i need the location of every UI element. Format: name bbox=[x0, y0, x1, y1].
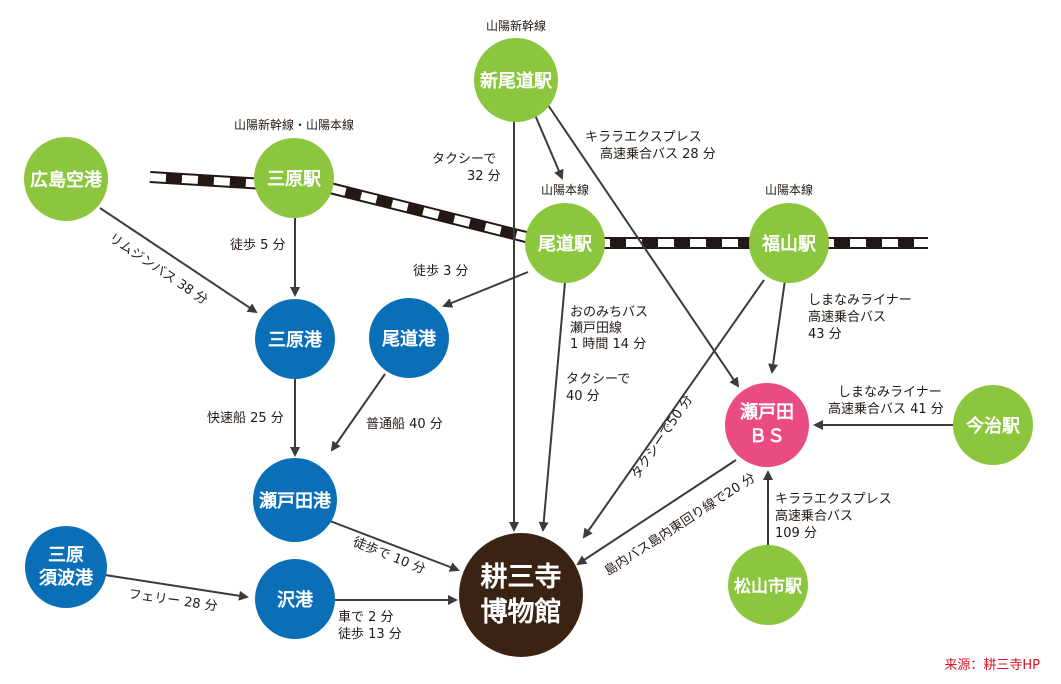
arrow-mihara-suna-to-sawa bbox=[104, 574, 249, 601]
label-walk-3: 徒歩 3 分 bbox=[413, 264, 469, 279]
node-label-line1: 三原 bbox=[48, 545, 84, 566]
arrow-setoda-port-to-museum bbox=[329, 520, 460, 572]
node-circle bbox=[253, 458, 337, 542]
arrow-airport-to-mihara-port bbox=[99, 207, 258, 314]
label-shimanami-41-line1: しまなみライナー bbox=[838, 385, 942, 400]
node-label: 今治駅 bbox=[966, 415, 1021, 437]
label-kirara-28-line1: キララエクスプレス bbox=[585, 130, 702, 145]
label-onomichi-bus-line1: おのみちバス bbox=[570, 305, 648, 320]
node-caption: 山陽新幹線・山陽本線 bbox=[234, 117, 354, 132]
node-label: 松山市駅 bbox=[734, 576, 803, 597]
label-walk-5: 徒歩 5 分 bbox=[230, 238, 286, 253]
arrow-onomichi-to-museum bbox=[538, 281, 566, 532]
node-label: 三原港 bbox=[268, 330, 323, 351]
node-label: 広島空港 bbox=[30, 169, 103, 191]
label-shimanami-43-line3: 43 分 bbox=[808, 327, 842, 342]
label-ferry-40: 普通船 40 分 bbox=[366, 417, 443, 432]
node-circle bbox=[255, 299, 335, 379]
node-circle bbox=[459, 533, 583, 657]
label-kirara-28-line2: 高速乗合バス 28 分 bbox=[600, 146, 716, 162]
arrow-fukuyama-to-setoda-bs bbox=[768, 279, 786, 374]
node-caption: 山陽本線 bbox=[765, 182, 813, 197]
node-label: 新尾道駅 bbox=[480, 70, 553, 92]
node-label-line2: 博物館 bbox=[481, 596, 562, 628]
node-label-line2: 須波港 bbox=[39, 567, 94, 589]
node-hiroshima-airport: 広島空港 bbox=[24, 137, 108, 221]
node-circle bbox=[749, 203, 829, 283]
node-mihara-station: 三原駅 山陽新幹線・山陽本線 bbox=[234, 117, 354, 218]
arrow-setoda-bs-to-museum bbox=[576, 459, 737, 566]
label-taxi-32-line1: タクシーで bbox=[432, 152, 496, 167]
route-arrows bbox=[99, 104, 955, 605]
node-matsuyama-station: 松山市駅 bbox=[728, 545, 808, 625]
node-label: 三原駅 bbox=[267, 169, 322, 190]
label-shimanami-43-line1: しまなみライナー bbox=[808, 293, 912, 308]
arrow-shin-onomichi-to-onomichi bbox=[534, 114, 564, 180]
node-mihara-suna-port: 三原 須波港 bbox=[25, 526, 107, 608]
node-label: 尾道駅 bbox=[538, 233, 593, 255]
node-circle bbox=[474, 38, 558, 122]
label-shimanami-43-line2: 高速乗合バス bbox=[808, 309, 886, 325]
node-caption: 山陽本線 bbox=[541, 182, 589, 197]
node-mihara-port: 三原港 bbox=[255, 299, 335, 379]
label-walk-10: 徒歩で 10 分 bbox=[351, 535, 428, 578]
label-fast-boat-25: 快速船 25 分 bbox=[207, 411, 284, 426]
node-circle bbox=[725, 383, 809, 467]
node-kosanji-museum: 耕三寺 博物館 bbox=[459, 533, 583, 657]
node-circle bbox=[254, 138, 334, 218]
node-circle bbox=[369, 298, 449, 378]
node-circle bbox=[953, 385, 1033, 465]
node-circle bbox=[728, 545, 808, 625]
node-label-line1: 耕三寺 bbox=[481, 562, 562, 593]
label-onomichi-bus-line3: 1 時間 14 分 bbox=[570, 337, 646, 352]
label-onomichi-bus-line2: 瀬戸田線 bbox=[570, 320, 622, 336]
node-caption: 山陽新幹線 bbox=[486, 18, 546, 33]
node-label: 尾道港 bbox=[382, 328, 437, 350]
label-kirara-109-line1: キララエクスプレス bbox=[775, 492, 892, 507]
label-taxi-40-line1: タクシーで bbox=[566, 372, 630, 387]
node-circle bbox=[525, 203, 605, 283]
nodes: 新尾道駅 山陽新幹線 三原駅 山陽新幹線・山陽本線 広島空港 尾道駅 山陽本線 … bbox=[24, 18, 1033, 657]
node-circle bbox=[24, 137, 108, 221]
label-shimanami-41-line2: 高速乗合バス 41 分 bbox=[828, 401, 944, 417]
label-car-walk-line2: 徒歩 13 分 bbox=[338, 627, 402, 642]
node-shin-onomichi-station: 新尾道駅 山陽新幹線 bbox=[474, 18, 558, 122]
node-setoda-bs: 瀬戸田 ＢＳ bbox=[725, 383, 809, 467]
node-circle bbox=[255, 559, 335, 639]
label-taxi-50: タクシーで50 分 bbox=[629, 393, 696, 483]
label-kirara-109-line2: 高速乗合バス bbox=[775, 508, 853, 524]
node-label: 沢港 bbox=[277, 589, 314, 611]
label-taxi-32-line2: 32 分 bbox=[467, 169, 501, 184]
node-label-line1: 瀬戸田 bbox=[740, 402, 794, 423]
node-label: 福山駅 bbox=[761, 233, 817, 255]
source-credit: 来源：耕三寺HP bbox=[944, 657, 1040, 673]
label-car-walk-line1: 車で 2 分 bbox=[338, 610, 394, 625]
node-label: 瀬戸田港 bbox=[259, 491, 332, 512]
arrow-fukuyama-to-museum bbox=[582, 279, 765, 539]
node-fukuyama-station: 福山駅 山陽本線 bbox=[749, 182, 829, 283]
node-onomichi-port: 尾道港 bbox=[369, 298, 449, 378]
arrow-onomichi-to-onomichi-port bbox=[442, 271, 529, 308]
node-imabari-station: 今治駅 bbox=[953, 385, 1033, 465]
label-taxi-40-line2: 40 分 bbox=[566, 389, 600, 404]
node-sawa-port: 沢港 bbox=[255, 559, 335, 639]
label-limousine-38: リムジンバス 38 分 bbox=[106, 231, 210, 308]
label-kirara-109-line3: 109 分 bbox=[775, 526, 817, 541]
arrow-shin-onomichi-to-setoda-bs bbox=[547, 104, 740, 388]
node-label-line2: ＢＳ bbox=[749, 426, 785, 447]
node-setoda-port: 瀬戸田港 bbox=[253, 458, 337, 542]
node-circle bbox=[25, 526, 107, 608]
node-onomichi-station: 尾道駅 山陽本線 bbox=[525, 182, 605, 283]
arrow-onomichi-port-to-setoda-port bbox=[330, 373, 386, 452]
